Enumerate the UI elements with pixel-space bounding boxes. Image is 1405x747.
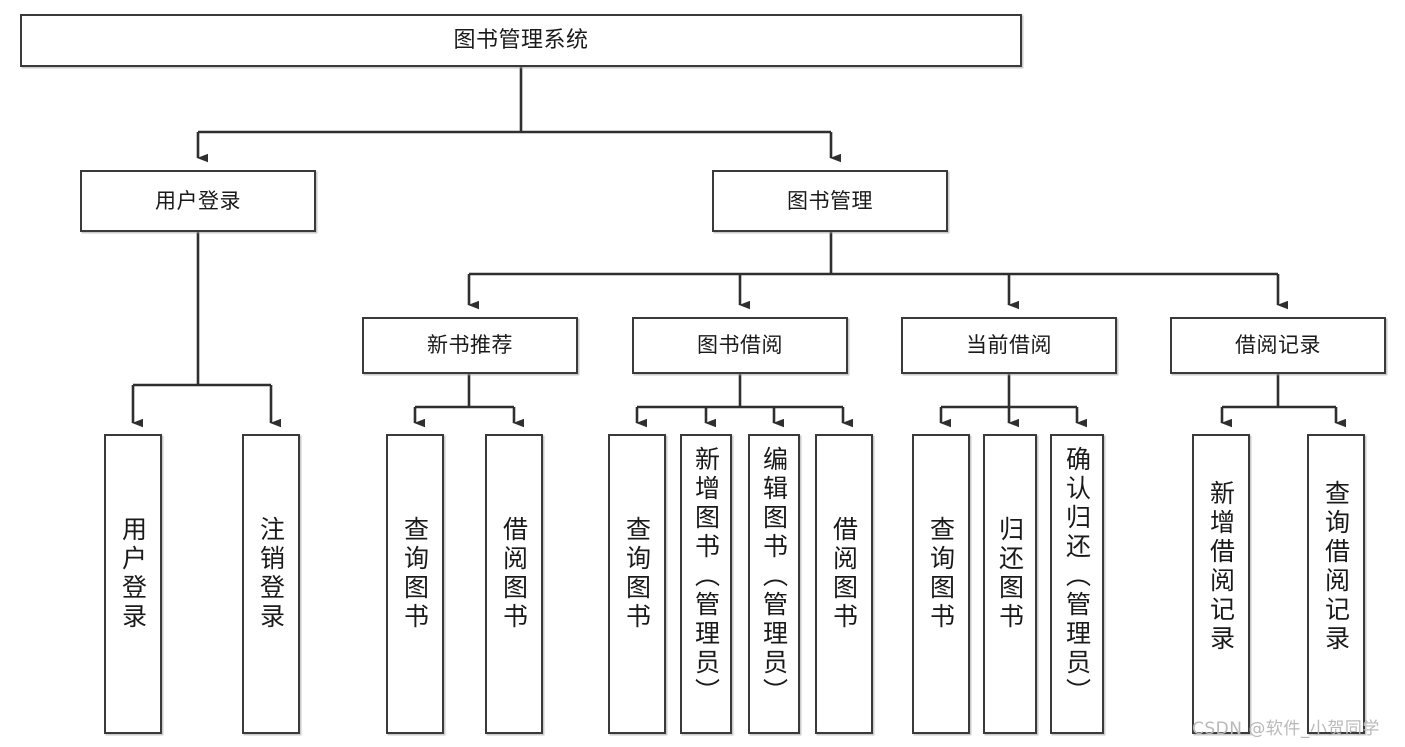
node-label: 新增借阅记录 (1206, 480, 1236, 654)
node-label: 当前借阅 (966, 333, 1052, 358)
leaf-add-borrow-record[interactable]: 新增借阅记录 (1192, 434, 1250, 734)
node-label: 用户登录 (118, 516, 148, 632)
leaf-add-book-admin[interactable]: 新增图书（管理员） (680, 434, 732, 734)
node-user-login[interactable]: 用户登录 (80, 170, 316, 232)
node-root-system[interactable]: 图书管理系统 (20, 14, 1022, 67)
node-label: 图书借阅 (697, 333, 783, 358)
node-label: 图书管理 (787, 188, 873, 213)
node-label: 新书推荐 (427, 333, 513, 358)
leaf-query-book-current[interactable]: 查询图书 (912, 434, 970, 734)
leaf-query-borrow-record[interactable]: 查询借阅记录 (1307, 434, 1365, 734)
node-label: 查询借阅记录 (1321, 480, 1351, 654)
leaf-borrow-book-borrow[interactable]: 借阅图书 (815, 434, 873, 734)
node-label: 借阅图书 (829, 516, 859, 632)
leaf-borrow-book-newbook[interactable]: 借阅图书 (485, 434, 543, 734)
node-label: 编辑图书（管理员） (759, 446, 789, 707)
leaf-query-book-newbook[interactable]: 查询图书 (386, 434, 444, 734)
node-borrow-record[interactable]: 借阅记录 (1170, 317, 1386, 374)
node-label: 用户登录 (155, 188, 241, 213)
node-label: 查询图书 (400, 516, 430, 632)
leaf-return-book[interactable]: 归还图书 (983, 434, 1037, 734)
leaf-edit-book-admin[interactable]: 编辑图书（管理员） (748, 434, 800, 734)
node-label: 查询图书 (622, 516, 652, 632)
node-label: 借阅图书 (499, 516, 529, 632)
node-current-borrow[interactable]: 当前借阅 (901, 317, 1117, 374)
node-label: 借阅记录 (1235, 333, 1321, 358)
node-label: 图书管理系统 (453, 27, 589, 53)
node-book-borrow[interactable]: 图书借阅 (632, 317, 848, 374)
node-label: 查询图书 (926, 516, 956, 632)
node-label: 确认归还（管理员） (1062, 446, 1092, 707)
node-book-management[interactable]: 图书管理 (712, 170, 948, 232)
leaf-user-login[interactable]: 用户登录 (104, 434, 162, 734)
node-label: 归还图书 (995, 516, 1025, 632)
leaf-confirm-return-admin[interactable]: 确认归还（管理员） (1050, 434, 1104, 734)
node-label: 新增图书（管理员） (691, 446, 721, 707)
node-new-book-recommend[interactable]: 新书推荐 (362, 317, 578, 374)
leaf-logout[interactable]: 注销登录 (242, 434, 300, 734)
node-label: 注销登录 (256, 516, 286, 632)
leaf-query-book-borrow[interactable]: 查询图书 (608, 434, 666, 734)
